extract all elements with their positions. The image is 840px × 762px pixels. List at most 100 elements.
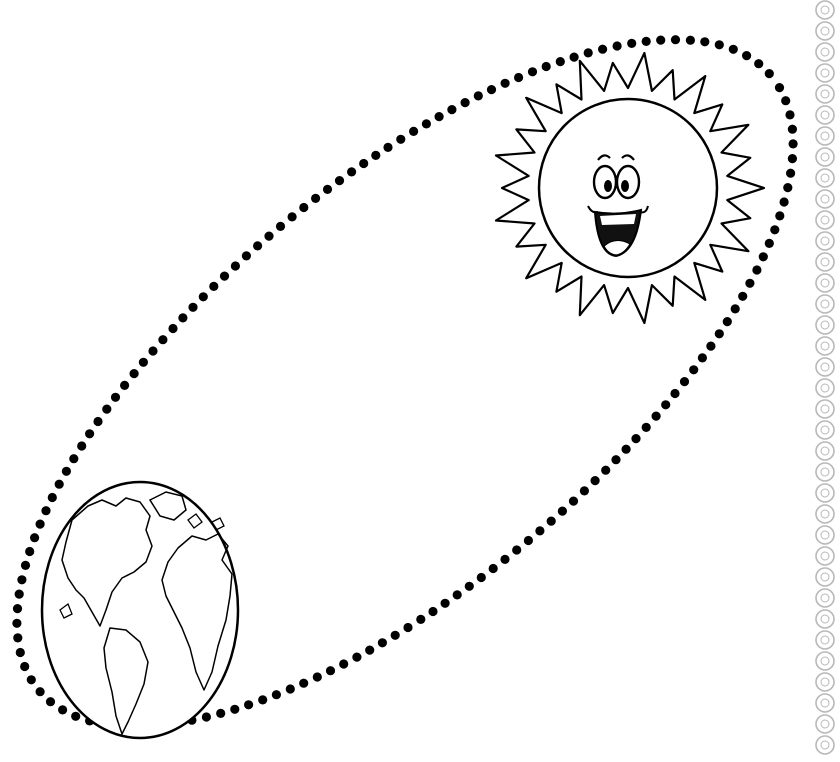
orbit-dot (383, 143, 392, 152)
orbit-dot (642, 37, 651, 46)
orbit-dot (570, 53, 579, 62)
orbit-dot (16, 648, 25, 657)
orbit-dot (558, 507, 567, 516)
orbit-dot (642, 423, 651, 432)
orbit-dot (775, 83, 784, 92)
orbit-dot (729, 45, 738, 54)
orbit-dot (253, 241, 262, 250)
orbit-dot (299, 203, 308, 212)
sun-eye-right (617, 166, 639, 198)
orbit-dot (453, 590, 462, 599)
orbit-dot (752, 265, 761, 274)
orbit-dot (723, 317, 732, 326)
orbit-dot (652, 412, 661, 421)
orbit-dot (58, 705, 67, 714)
orbit-dot (168, 324, 177, 333)
orbit-dot (178, 313, 187, 322)
orbit-dot (139, 358, 148, 367)
orbit-dot (17, 575, 26, 584)
orbit-dot (272, 690, 281, 699)
orbit-dot (501, 79, 510, 88)
orbit-dot (775, 211, 784, 220)
orbit-dot (216, 709, 225, 718)
orbit-dot (613, 41, 622, 50)
orbit-dot (396, 135, 405, 144)
orbit-dot (69, 454, 78, 463)
orbit-dot (765, 69, 774, 78)
orbit-dot (391, 631, 400, 640)
orbit-dot (627, 39, 636, 48)
orbit-dot (111, 393, 120, 402)
orbit-dot (698, 353, 707, 362)
orbit-dot (745, 279, 754, 288)
orbit-dot (514, 73, 523, 82)
orbit-dot (556, 57, 565, 66)
orbit-dot (27, 675, 36, 684)
orbit-dot (230, 705, 239, 714)
orbit-dot (323, 185, 332, 194)
orbit-dot (584, 48, 593, 57)
orbit-dot (500, 555, 509, 564)
orbit-dot (770, 225, 779, 234)
orbit-dot (759, 252, 768, 261)
orbit-dot (403, 623, 412, 632)
orbit-dot (631, 434, 640, 443)
orbit-dot (371, 151, 380, 160)
orbit-dot (422, 119, 431, 128)
orbit-dot (120, 381, 129, 390)
orbit-dot (48, 493, 57, 502)
orbit-dot (286, 684, 295, 693)
orbit-dot (715, 40, 724, 49)
orbit-dot (785, 110, 794, 119)
orbit-dot (670, 389, 679, 398)
orbit-dot (428, 607, 437, 616)
orbit-dot (441, 599, 450, 608)
orbit-dot (580, 486, 589, 495)
orbit-dot (13, 633, 22, 642)
orbit-dot (46, 697, 55, 706)
orbit-dot (30, 533, 39, 542)
orbit-dot (378, 638, 387, 647)
orbit-dot (158, 335, 167, 344)
orbit-dot (689, 365, 698, 374)
orbit-dot (447, 105, 456, 114)
orbit-dot (731, 304, 740, 313)
earth-globe-icon (42, 482, 238, 738)
orbit-dot (62, 467, 71, 476)
orbit-dot (36, 520, 45, 529)
orbit-dot (85, 429, 94, 438)
sun-pupil-right (621, 180, 629, 192)
orbit-dot (77, 441, 86, 450)
orbit-dot (231, 261, 240, 270)
orbit-dot (71, 712, 80, 721)
orbit-dot (591, 476, 600, 485)
orbit-dot (524, 536, 533, 545)
orbit-dot (715, 329, 724, 338)
orbit-dot (738, 292, 747, 301)
orbit-dot (20, 662, 29, 671)
orbit-dot (93, 417, 102, 426)
orbit-dot (130, 369, 139, 378)
orbit-dot (656, 36, 665, 45)
orbit-dot (199, 292, 208, 301)
orbit-dot (242, 251, 251, 260)
orbit-dot (220, 272, 229, 281)
orbit-dot (781, 96, 790, 105)
orbit-dot (276, 222, 285, 231)
orbit-dot (258, 695, 267, 704)
sun-pupil-left (604, 180, 612, 192)
orbit-dot (326, 666, 335, 675)
orbit-dot (569, 497, 578, 506)
orbit-dot (780, 197, 789, 206)
orbit-dot (299, 679, 308, 688)
orbit-dot (244, 700, 253, 709)
orbit-dot (202, 712, 211, 721)
orbit-dot (313, 672, 322, 681)
orbit-dot (461, 98, 470, 107)
orbit-dot (335, 176, 344, 185)
orbit-dot (188, 303, 197, 312)
orbit-dot (41, 506, 50, 515)
orbit-dot (489, 564, 498, 573)
orbit-dot (622, 445, 631, 454)
